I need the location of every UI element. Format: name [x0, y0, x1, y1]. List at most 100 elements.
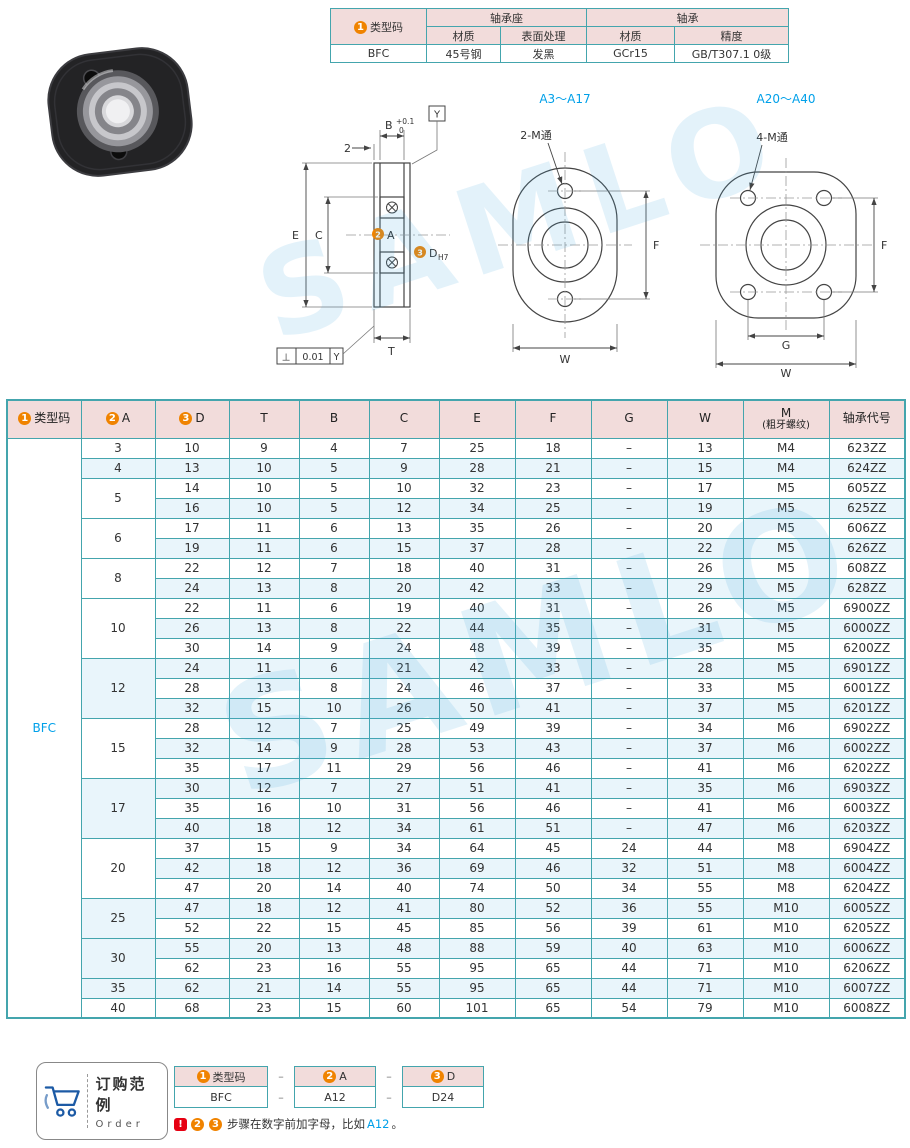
order-dash: – [386, 1070, 392, 1083]
b-cell: 7 [298, 717, 370, 739]
w-cell: 22 [666, 537, 744, 559]
e-cell: 25 [438, 437, 516, 459]
t-cell: 12 [228, 777, 300, 799]
two-hole-callout: 2-M通 [520, 129, 551, 142]
circled-2-icon: 2 [105, 412, 119, 426]
c-cell: 48 [368, 937, 440, 959]
four-hole-dim-g: G [782, 339, 791, 352]
t-cell: 11 [228, 517, 300, 539]
header-b: B [298, 399, 370, 439]
b-cell: 5 [298, 497, 370, 519]
t-cell: 17 [228, 757, 300, 779]
bearing-code-cell: 6903ZZ [828, 777, 906, 799]
header-e: E [438, 399, 516, 439]
t-cell: 13 [228, 617, 300, 639]
bearing-code-cell: 6008ZZ [828, 997, 906, 1019]
circled-3-icon: 3 [179, 412, 193, 426]
header-d-label: D [195, 411, 205, 426]
c-cell: 20 [368, 577, 440, 599]
technical-drawings: B +0.1 0 2 E C [276, 92, 887, 380]
c-cell: 34 [368, 837, 440, 859]
f-cell: 33 [514, 657, 592, 679]
a-value-cell: 20 [80, 837, 156, 899]
b-cell: 11 [298, 757, 370, 779]
b-cell: 8 [298, 577, 370, 599]
bearing-code-cell: 623ZZ [828, 437, 906, 459]
header-t: T [228, 399, 300, 439]
w-cell: 55 [666, 897, 744, 919]
m-cell: M5 [742, 537, 830, 559]
t-cell: 14 [228, 637, 300, 659]
t-cell: 12 [228, 557, 300, 579]
b-cell: 5 [298, 477, 370, 499]
w-cell: 44 [666, 837, 744, 859]
header-w: W [666, 399, 744, 439]
w-cell: 37 [666, 697, 744, 719]
datum-y-label: Y [433, 110, 441, 121]
d-cell: 55 [154, 937, 230, 959]
t-cell: 22 [228, 917, 300, 939]
m-cell: M5 [742, 657, 830, 679]
c-cell: 60 [368, 997, 440, 1019]
b-cell: 6 [298, 657, 370, 679]
e-cell: 32 [438, 477, 516, 499]
f-cell: 59 [514, 937, 592, 959]
d-cell: 47 [154, 877, 230, 899]
circled-1-icon: 1 [196, 1070, 210, 1083]
dim-b-tol-plus: +0.1 [396, 117, 414, 126]
a-value-cell: 17 [80, 777, 156, 839]
bearing-code-cell: 605ZZ [828, 477, 906, 499]
m-cell: M5 [742, 637, 830, 659]
a-value-cell: 10 [80, 597, 156, 659]
m-cell: M6 [742, 777, 830, 799]
bearing-code-cell: 6007ZZ [828, 977, 906, 999]
g-cell: – [590, 797, 668, 819]
c-cell: 24 [368, 637, 440, 659]
m-cell: M8 [742, 857, 830, 879]
d-cell: 24 [154, 577, 230, 599]
b-cell: 10 [298, 697, 370, 719]
d-cell: 16 [154, 497, 230, 519]
feature-control-frame: ⊥ 0.01 Y [276, 325, 375, 365]
spec-precision-value: GB/T307.1 0级 [674, 44, 789, 63]
w-cell: 35 [666, 777, 744, 799]
t-cell: 18 [228, 857, 300, 879]
order-note-code: A12 [367, 1117, 390, 1131]
t-cell: 14 [228, 737, 300, 759]
f-cell: 41 [514, 697, 592, 719]
w-cell: 35 [666, 637, 744, 659]
e-cell: 35 [438, 517, 516, 539]
d-cell: 30 [154, 777, 230, 799]
bearing-code-cell: 6203ZZ [828, 817, 906, 839]
dim-e-label: E [292, 229, 299, 242]
g-cell: – [590, 677, 668, 699]
spec-surface-header: 表面处理 [500, 26, 587, 45]
g-cell: – [590, 557, 668, 579]
c-cell: 13 [368, 517, 440, 539]
b-cell: 7 [298, 777, 370, 799]
w-cell: 17 [666, 477, 744, 499]
g-cell: – [590, 457, 668, 479]
divider [87, 1074, 89, 1128]
d-cell: 17 [154, 517, 230, 539]
w-cell: 41 [666, 797, 744, 819]
g-cell: 39 [590, 917, 668, 939]
w-cell: 63 [666, 937, 744, 959]
m-cell: M6 [742, 757, 830, 779]
d-cell: 40 [154, 817, 230, 839]
header-m: M(粗牙螺纹) [742, 399, 830, 439]
m-cell: M10 [742, 917, 830, 939]
header-g: G [590, 399, 668, 439]
d-cell: 24 [154, 657, 230, 679]
w-cell: 37 [666, 737, 744, 759]
